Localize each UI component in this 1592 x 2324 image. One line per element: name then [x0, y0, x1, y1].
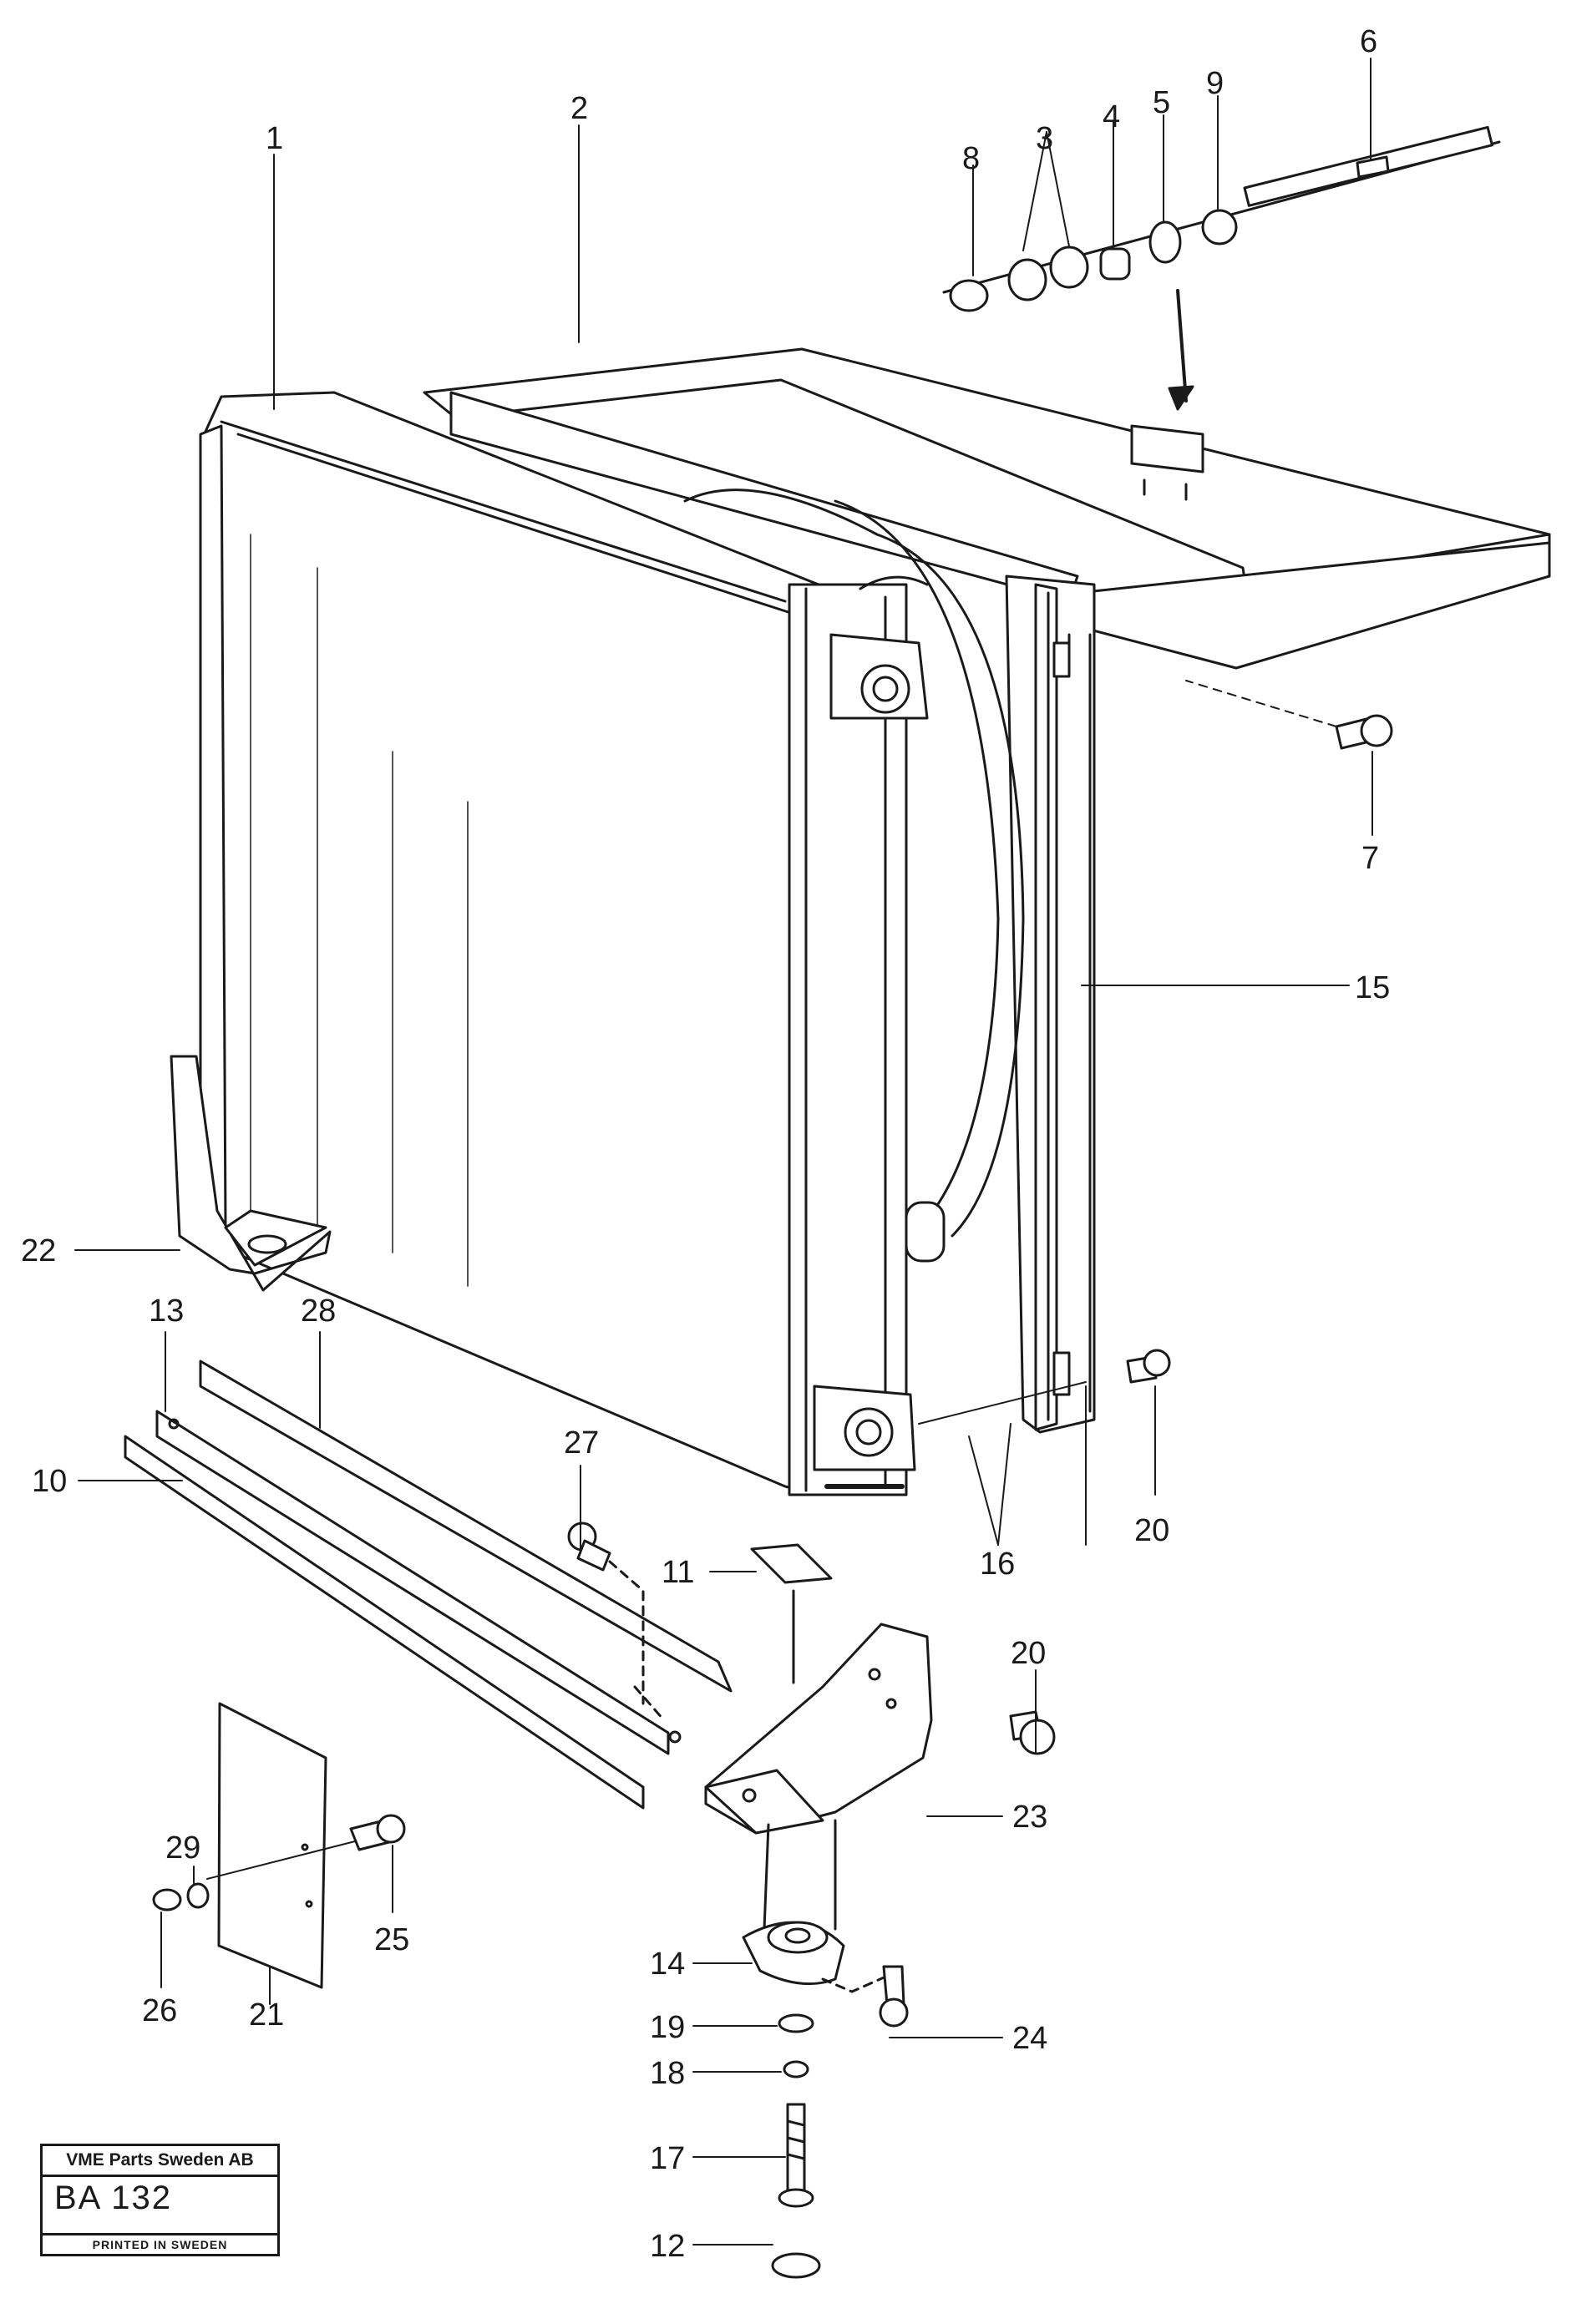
callout-15: 15 — [1355, 970, 1390, 1005]
callout-28: 28 — [301, 1294, 336, 1329]
callout-14: 14 — [650, 1947, 685, 1982]
callout-7: 7 — [1361, 841, 1379, 876]
callouts: 1 2 3 4 5 6 7 8 9 10 11 12 13 14 15 16 1… — [21, 24, 1390, 2264]
callout-11: 11 — [662, 1555, 694, 1590]
shroud-frame — [423, 347, 1551, 1434]
leader-lines — [74, 58, 1373, 2246]
callout-27: 27 — [564, 1425, 599, 1461]
callout-3: 3 — [1036, 121, 1053, 156]
callout-21: 21 — [249, 1997, 284, 2033]
callout-24: 24 — [1012, 2021, 1047, 2056]
callout-17: 17 — [650, 2141, 685, 2176]
callout-13: 13 — [149, 1294, 184, 1329]
publisher-stamp: VME Parts Sweden AB BA 132 PRINTED IN SW… — [40, 2144, 280, 2256]
rails — [124, 1359, 733, 1810]
callout-23: 23 — [1012, 1800, 1047, 1835]
bolts — [567, 680, 1393, 2028]
callout-22: 22 — [21, 1233, 56, 1268]
bracket-23 — [704, 1543, 933, 1835]
radiator — [199, 391, 946, 1496]
callout-19: 19 — [650, 2010, 685, 2045]
callout-8: 8 — [962, 141, 980, 176]
callout-6: 6 — [1360, 24, 1377, 59]
callout-20b: 20 — [1011, 1636, 1046, 1671]
callout-26: 26 — [142, 1993, 177, 2028]
callout-1: 1 — [266, 121, 283, 156]
bracket-left — [170, 1055, 332, 1292]
stud-hardware — [942, 125, 1501, 411]
callout-25: 25 — [374, 1922, 409, 1957]
callout-9: 9 — [1206, 66, 1224, 101]
callout-5: 5 — [1153, 85, 1170, 120]
callout-2: 2 — [570, 91, 588, 126]
callout-18: 18 — [650, 2056, 685, 2091]
plate-21 — [152, 1702, 406, 1989]
stamp-printed: PRINTED IN SWEDEN — [43, 2233, 277, 2254]
stamp-code: BA 132 — [54, 2180, 173, 2216]
callout-10: 10 — [32, 1464, 67, 1499]
callout-4: 4 — [1103, 99, 1120, 134]
callout-29: 29 — [165, 1830, 200, 1866]
mount-stack — [742, 1819, 891, 2279]
callout-16: 16 — [980, 1547, 1015, 1582]
callout-12: 12 — [650, 2229, 685, 2264]
stamp-company: VME Parts Sweden AB — [43, 2146, 277, 2177]
callout-20a: 20 — [1134, 1513, 1169, 1548]
